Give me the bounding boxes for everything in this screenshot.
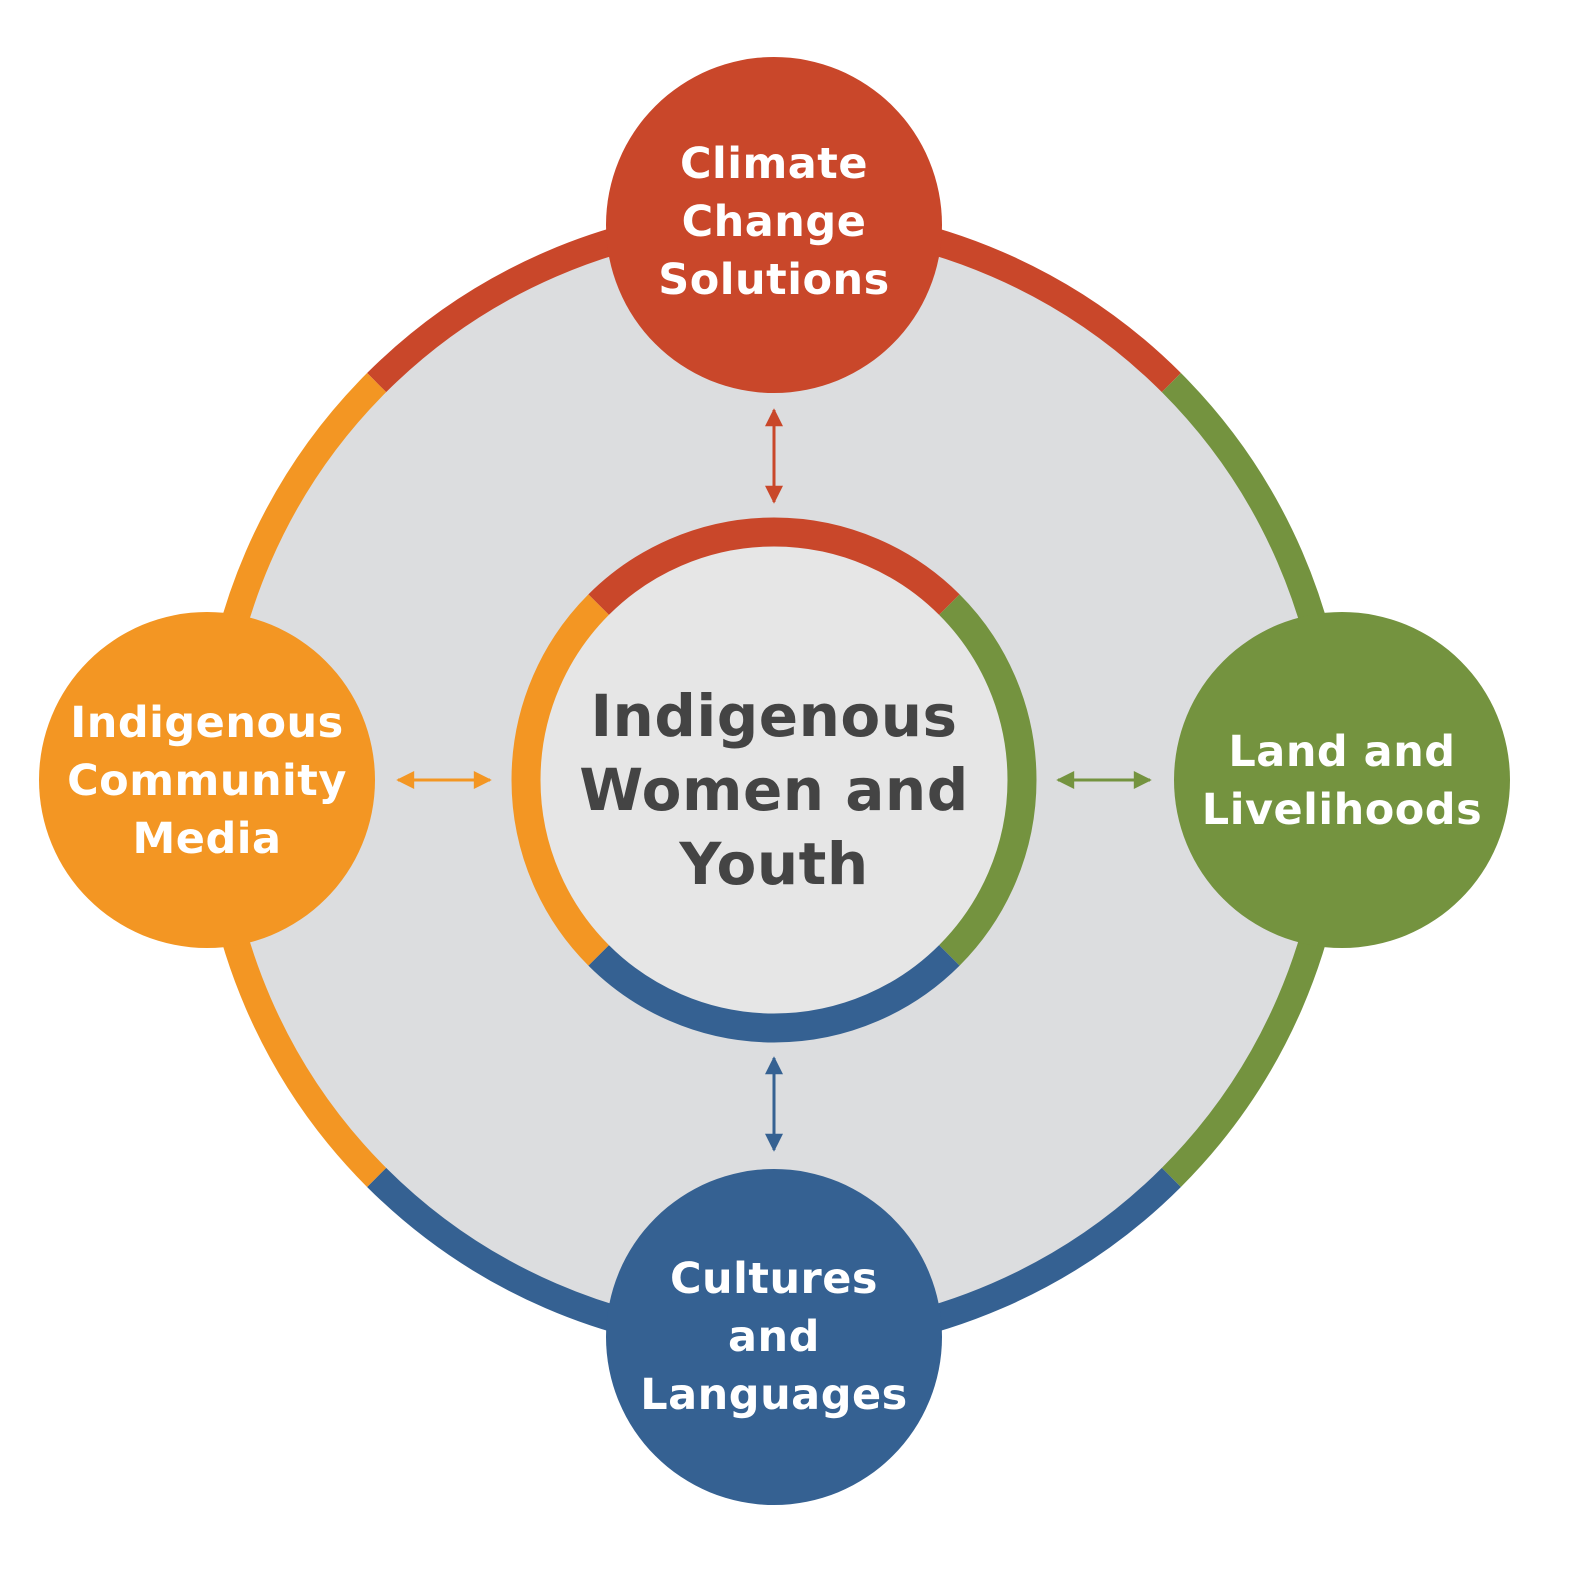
label-line: Community — [67, 756, 347, 806]
indigenous-community-media-label: Indigenous Community Media — [67, 694, 347, 868]
climate-change-solutions-label: Climate Change Solutions — [658, 135, 889, 309]
label-line: Cultures — [669, 1254, 879, 1304]
land-node-circle — [1174, 612, 1510, 948]
media-node-circle — [39, 612, 375, 948]
center-label: Indigenous Women and Youth — [579, 679, 968, 901]
label-line: Land and — [1228, 727, 1456, 777]
label-line: Indigenous — [70, 698, 344, 748]
inner-ring-media-segment — [511, 594, 609, 966]
cultures-and-languages-label: Cultures and Languages — [640, 1250, 907, 1424]
label-line: Livelihoods — [1201, 785, 1483, 835]
center-circle — [526, 532, 1022, 1028]
inner-ring-cultures-segment — [588, 945, 960, 1043]
label-line: Solutions — [658, 255, 890, 305]
label-line: and — [728, 1312, 820, 1362]
climate-node-circle — [606, 57, 942, 393]
label-line: Change — [681, 197, 867, 247]
inner-ring-land-segment — [939, 594, 1037, 966]
land-and-livelihoods-label: Land and Livelihoods — [1202, 723, 1482, 839]
center-line: Youth — [679, 830, 869, 898]
center-line: Women and — [579, 756, 969, 824]
center-line: Indigenous — [590, 682, 958, 750]
label-line: Climate — [679, 139, 869, 189]
label-line: Media — [132, 814, 282, 864]
inner-ring-climate-segment — [588, 517, 960, 615]
label-line: Languages — [640, 1370, 908, 1420]
cultures-node-circle — [606, 1169, 942, 1505]
